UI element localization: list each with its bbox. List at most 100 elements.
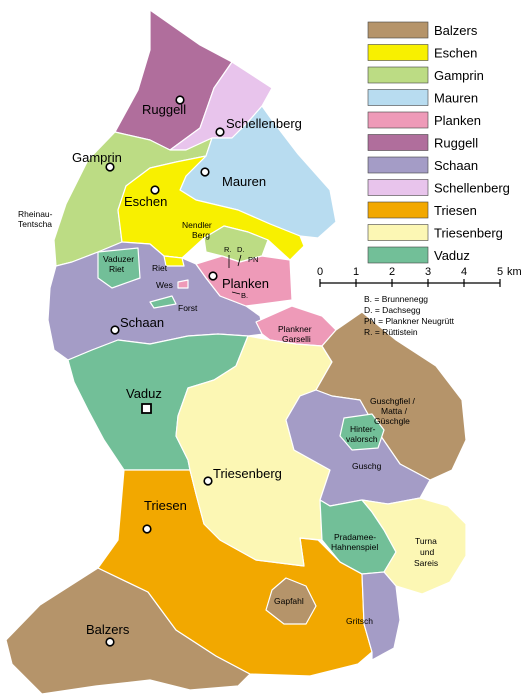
legend-swatch-triesenberg [367, 224, 429, 241]
label-hinter-2: valorsch [346, 434, 378, 444]
region-planken [195, 255, 293, 307]
label-balzers: Balzers [86, 622, 130, 637]
legend-label-gamprin: Gamprin [434, 68, 484, 83]
region-vaduzer-riet [97, 247, 141, 289]
planken-town-marker [208, 271, 218, 281]
region-layer [5, 9, 467, 695]
region-gapfahl [265, 577, 317, 625]
legend-swatch-triesen [367, 201, 429, 219]
label-planken: Planken [222, 276, 269, 291]
vaduz-capital-marker [141, 403, 152, 414]
region-hintervalorsch [339, 413, 385, 451]
scale-tick-label-0: 0 [317, 266, 323, 278]
region-gritsch [339, 561, 401, 661]
label-plankner-garselli-1: Plankner [278, 324, 312, 334]
town-markers [105, 95, 225, 647]
region-forst [149, 295, 177, 309]
abbreviation-line-2: PN = Plankner Neugrütt [364, 316, 455, 326]
legend-label-ruggell: Ruggell [434, 136, 478, 151]
abbreviation-line-1: D. = Dachsegg [364, 305, 421, 315]
legend-swatch-ruggell [367, 134, 429, 151]
label-triesenberg: Triesenberg [213, 466, 282, 481]
scale-tick-label-3: 3 [425, 266, 431, 278]
scale-tick-label-4: 4 [461, 266, 467, 278]
region-turna-sareis [361, 497, 467, 595]
label-rheinau-2: Tentscha [18, 219, 52, 229]
legend-label-balzers: Balzers [434, 23, 478, 38]
legend-label-schellenberg: Schellenberg [434, 181, 510, 196]
legend-label-mauren: Mauren [434, 91, 478, 106]
label-schellenberg: Schellenberg [226, 116, 302, 131]
triesen-town-marker [142, 524, 152, 534]
balzers-town-marker [105, 637, 115, 647]
label-r: R. [224, 245, 232, 254]
label-guschg: Guschg [352, 461, 382, 471]
label-pradamee-1: Pradamee- [334, 532, 376, 542]
scale-tick-label-1: 1 [353, 266, 359, 278]
triesenberg-town-marker [203, 476, 213, 486]
label-gritsch: Gritsch [346, 616, 373, 626]
schellenberg-town-marker [215, 127, 225, 137]
label-turna-1: Turna [415, 536, 437, 546]
label-b: B. [241, 291, 248, 300]
ruggell-town-marker [175, 95, 185, 105]
label-vaduzer-riet-1: Vaduzer [103, 254, 134, 264]
label-hinter-1: Hinter- [350, 424, 376, 434]
legend-swatch-planken [367, 111, 429, 129]
label-nendler-1: Nendler [182, 220, 212, 230]
leader-d [237, 254, 242, 267]
label-pn: PN [248, 255, 258, 264]
legend-label-triesen: Triesen [434, 203, 477, 218]
label-wes: Wes [156, 280, 173, 290]
legend-swatch-eschen [367, 44, 429, 61]
label-rheinau-1: Rheinau- [18, 209, 53, 219]
label-nendler-2: Berg [192, 230, 210, 240]
label-ruggell: Ruggell [142, 102, 186, 117]
scale-ticks: 0 1 2 3 4 5 [317, 266, 503, 287]
label-riet: Riet [152, 263, 168, 273]
abbreviation-line-0: B. = Brunnenegg [364, 294, 428, 304]
label-forst: Forst [178, 303, 198, 313]
label-mauren: Mauren [222, 174, 266, 189]
label-gapfahl: Gapfahl [274, 596, 304, 606]
eschen-town-marker [150, 185, 160, 195]
label-turna-2: und [420, 547, 434, 557]
legend-swatch-schellenberg [367, 179, 429, 196]
label-turna-3: Sareis [414, 558, 438, 568]
scale-bar: 0 1 2 3 4 5 km [317, 266, 522, 287]
legend-label-planken: Planken [434, 113, 481, 128]
gamprin-town-marker [105, 162, 115, 172]
label-triesen: Triesen [144, 498, 187, 513]
label-eschen: Eschen [124, 194, 167, 209]
map-labels: Ruggell Schellenberg Gamprin Mauren Esch… [18, 102, 438, 637]
label-vaduz: Vaduz [126, 386, 162, 401]
legend-swatch-schaan [367, 156, 429, 174]
scale-tick-label-2: 2 [389, 266, 395, 278]
leader-lines [228, 254, 242, 295]
mauren-town-marker [200, 167, 210, 177]
legend-label-vaduz: Vaduz [434, 248, 470, 263]
region-riet [163, 255, 185, 267]
label-guschgfiel-1: Guschgfiel / [370, 396, 416, 406]
legend-label-schaan: Schaan [434, 158, 478, 173]
legend-label-eschen: Eschen [434, 46, 477, 61]
abbreviation-line-3: R. = Rüttistein [364, 327, 418, 337]
leader-b [231, 291, 241, 295]
label-guschgfiel-3: Güschgle [374, 416, 410, 426]
label-gamprin: Gamprin [72, 150, 122, 165]
legend-swatch-balzers [367, 21, 429, 39]
label-plankner-garselli-2: Garselli [282, 334, 311, 344]
region-wes [177, 279, 189, 289]
scale-unit: km [507, 266, 522, 278]
label-schaan: Schaan [120, 315, 164, 330]
legend-swatch-vaduz [367, 246, 429, 264]
legend-label-triesenberg: Triesenberg [434, 226, 503, 241]
legend: BalzersEschenGamprinMaurenPlankenRuggell… [367, 21, 510, 264]
label-guschgfiel-2: Matta / [381, 406, 408, 416]
label-vaduzer-riet-2: Riet [109, 264, 125, 274]
legend-swatch-mauren [367, 89, 429, 106]
label-pradamee-2: Hahnenspiel [331, 542, 378, 552]
scale-tick-label-5: 5 [497, 266, 503, 278]
